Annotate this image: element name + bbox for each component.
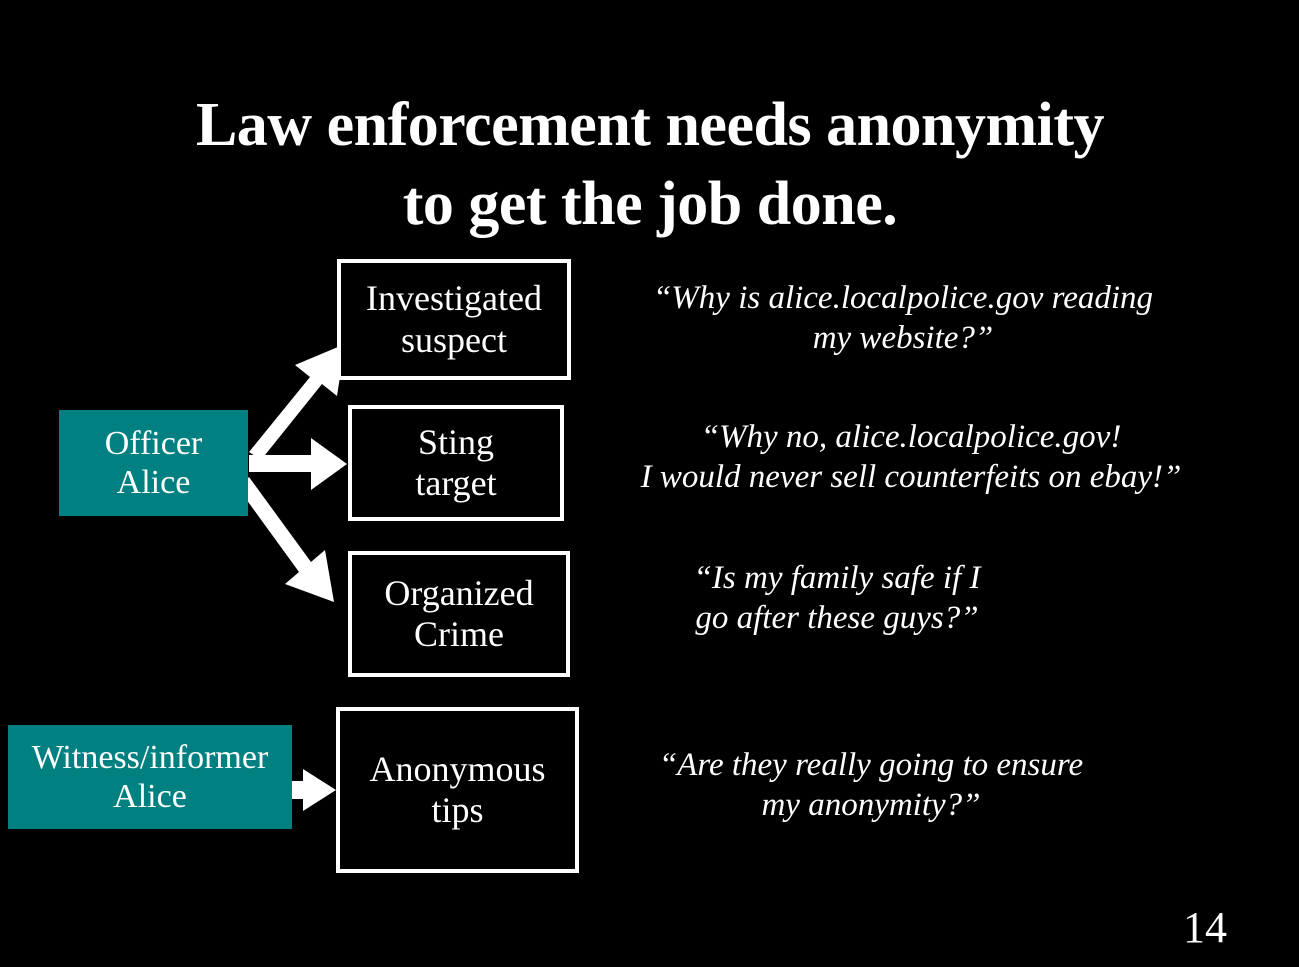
node-organized-crime-line-2: Crime: [414, 614, 504, 654]
page-title-line-2: to get the job done.: [402, 170, 898, 239]
node-organized-crime-label: Organized Crime: [384, 573, 533, 656]
node-sting-target[interactable]: Sting target: [348, 405, 564, 521]
node-officer-alice[interactable]: Officer Alice: [59, 410, 248, 516]
connector-officer-to-sting-target: [249, 438, 347, 490]
node-anonymous-tips-line-2: tips: [431, 790, 484, 830]
node-anonymous-tips[interactable]: Anonymous tips: [336, 707, 579, 873]
quote-anonymous-tips: “Are they really going to ensure my anon…: [596, 745, 1146, 826]
node-sting-target-line-2: target: [415, 463, 497, 503]
node-investigated-suspect-line-2: suspect: [401, 319, 507, 360]
node-officer-alice-line-1: Officer: [104, 424, 203, 462]
quote-investigated-suspect-line-2: my website?”: [812, 320, 994, 357]
quote-investigated-suspect: “Why is alice.localpolice.gov reading my…: [588, 278, 1218, 359]
node-witness-informer-alice[interactable]: Witness/informer Alice: [8, 725, 292, 829]
node-investigated-suspect-line-1: Investigated: [366, 278, 542, 319]
quote-anonymous-tips-line-1: “Are they really going to ensure: [658, 747, 1084, 783]
quote-anonymous-tips-line-2: my anonymity?”: [761, 787, 981, 824]
quote-organized-crime-line-1: “Is my family safe if I: [693, 560, 981, 596]
quote-sting-target: “Why no, alice.localpolice.gov! I would …: [566, 417, 1256, 498]
node-sting-target-line-1: Sting: [417, 421, 495, 462]
quote-investigated-suspect-line-1: “Why is alice.localpolice.gov reading: [652, 280, 1154, 316]
node-officer-alice-line-2: Alice: [116, 464, 191, 501]
node-officer-alice-label: Officer Alice: [105, 424, 203, 502]
node-investigated-suspect[interactable]: Investigated suspect: [337, 259, 571, 380]
node-sting-target-label: Sting target: [415, 422, 496, 505]
node-investigated-suspect-label: Investigated suspect: [366, 278, 542, 361]
node-witness-informer-alice-line-2: Alice: [113, 778, 187, 815]
node-witness-informer-alice-line-1: Witness/informer: [31, 738, 269, 776]
quote-organized-crime: “Is my family safe if I go after these g…: [622, 558, 1052, 639]
node-witness-informer-alice-label: Witness/informer Alice: [32, 738, 269, 816]
connector-witness-to-anonymous-tips: [292, 769, 336, 811]
node-anonymous-tips-line-1: Anonymous: [369, 748, 546, 789]
connector-officer-to-investigated-suspect: [249, 344, 345, 460]
quote-sting-target-line-2: I would never sell counterfeits on ebay!…: [640, 459, 1182, 496]
node-organized-crime[interactable]: Organized Crime: [348, 551, 570, 677]
page-title-line-1: Law enforcement needs anonymity: [195, 91, 1105, 159]
quote-sting-target-line-1: “Why no, alice.localpolice.gov!: [700, 419, 1122, 455]
node-organized-crime-line-1: Organized: [384, 572, 534, 613]
quote-organized-crime-line-2: go after these guys?”: [695, 600, 979, 637]
connector-officer-to-organized-crime: [238, 477, 334, 602]
page-number: 14: [1183, 903, 1227, 952]
page-title: Law enforcement needs anonymity to get t…: [60, 86, 1240, 245]
node-anonymous-tips-label: Anonymous tips: [369, 749, 545, 832]
